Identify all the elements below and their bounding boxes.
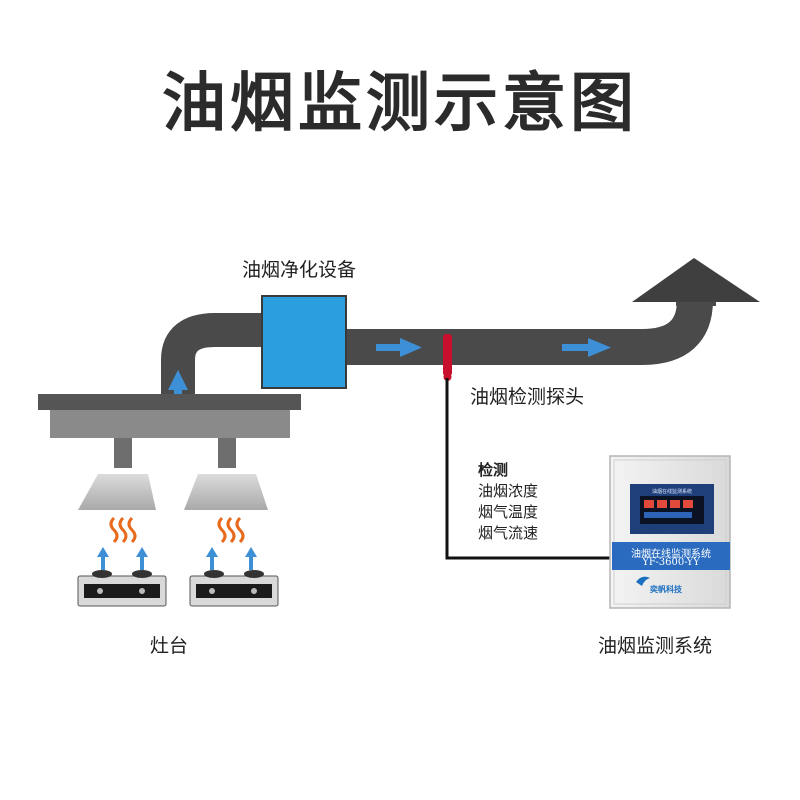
- heat-waves-left: [109, 516, 137, 544]
- system-label: 油烟监测系统: [598, 635, 713, 657]
- measurement-item: 油烟浓度: [478, 482, 539, 500]
- device-brand: 奕帆科技: [650, 585, 682, 594]
- heat-waves-right: [217, 516, 245, 544]
- monitoring-cabinet: [609, 455, 731, 609]
- measurement-list: 检测 油烟浓度 烟气温度 烟气流速: [478, 460, 538, 544]
- purifier-label: 油烟净化设备: [242, 259, 357, 281]
- measurement-heading: 检测: [478, 461, 509, 479]
- measurement-item: 烟气温度: [478, 503, 539, 521]
- heat-arrows: [97, 547, 257, 570]
- page-title: 油烟监测示意图: [162, 67, 638, 141]
- device-name: 油烟在线监测系统: [631, 549, 711, 560]
- smoke-probe: [443, 334, 452, 381]
- kitchen-hood: [38, 394, 301, 510]
- stove-left: [77, 570, 167, 607]
- stove-label: 灶台: [150, 635, 189, 657]
- device-model: YF-3600-YY: [642, 557, 700, 568]
- measurement-item: 烟气流速: [478, 524, 539, 542]
- device-screen-title: 油烟在线监测系统: [651, 489, 692, 495]
- flow-arrow-right-2: [562, 338, 611, 357]
- signal-cable: [445, 378, 612, 560]
- stove-right: [189, 570, 279, 607]
- chimney-cap: [632, 258, 760, 302]
- probe-label: 油烟检测探头: [470, 386, 585, 408]
- flow-arrow-right-1: [376, 338, 422, 357]
- purifier-unit: [261, 295, 347, 389]
